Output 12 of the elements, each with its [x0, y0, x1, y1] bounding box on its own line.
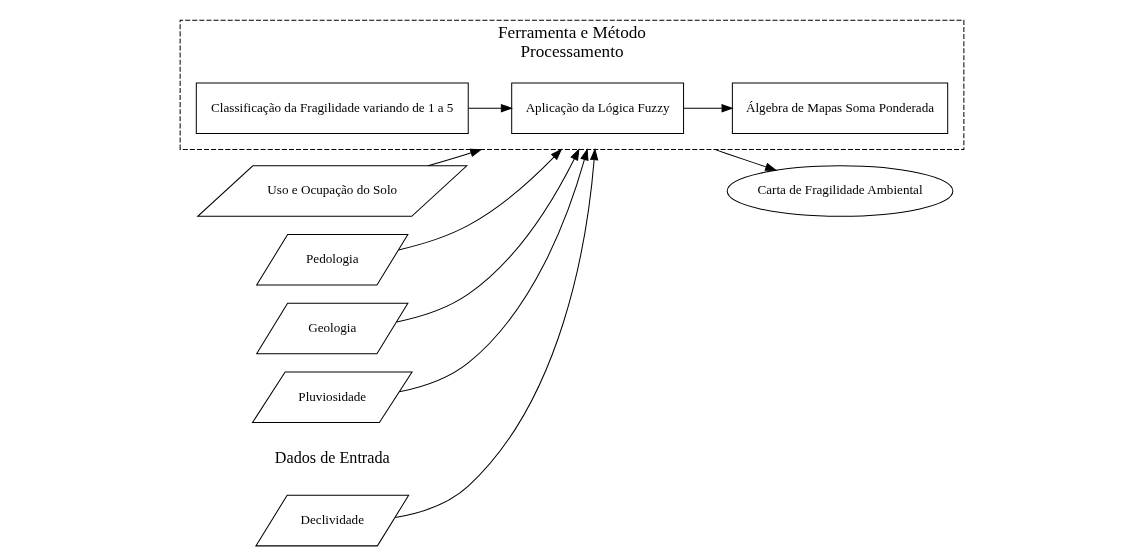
node-box: Classificação da Fragilidade variando de 1 a 5 — [195, 82, 469, 134]
arrow — [396, 148, 580, 323]
node-box: Álgebra de Mapas Soma Ponderada — [731, 82, 949, 134]
arrow — [398, 148, 589, 393]
node-ellipse: Carta de Fragilidade Ambiental — [726, 165, 954, 217]
arrow — [394, 148, 599, 519]
arrow — [683, 103, 734, 113]
arrow — [398, 148, 563, 251]
node-box: Aplicação da Lógica Fuzzy — [511, 82, 685, 134]
arrow — [714, 149, 778, 171]
arrow — [467, 103, 513, 113]
label: Dados de Entrada — [274, 448, 390, 466]
